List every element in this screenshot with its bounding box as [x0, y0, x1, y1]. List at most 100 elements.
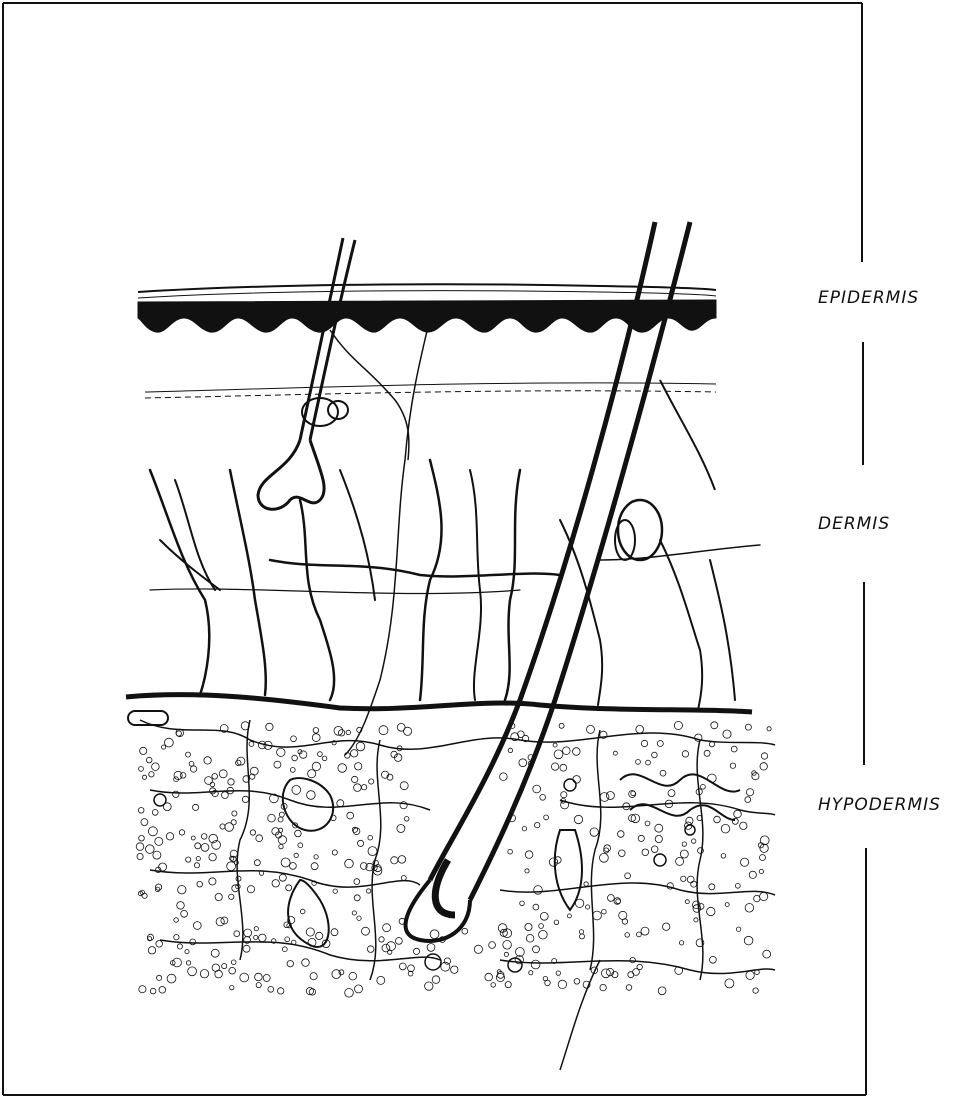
fat-cell: [165, 738, 174, 747]
fat-cell: [631, 791, 636, 796]
fat-cell: [200, 970, 208, 978]
fat-cell: [529, 971, 533, 975]
fat-cell: [374, 865, 381, 872]
fat-cell: [219, 770, 227, 778]
fat-cell: [600, 984, 606, 990]
fat-cell: [567, 914, 571, 918]
fat-cell: [302, 959, 310, 967]
fat-cell: [651, 846, 658, 853]
fat-cell: [368, 835, 373, 840]
fat-cell: [250, 767, 258, 775]
fat-cell: [704, 750, 710, 756]
fat-cell: [432, 976, 440, 984]
fat-cell: [731, 746, 737, 752]
fat-cell: [197, 881, 203, 887]
fat-cell: [655, 835, 662, 842]
fat-cell: [613, 751, 617, 755]
fat-cell: [229, 894, 234, 899]
fat-cell: [516, 948, 525, 957]
fat-cell: [602, 969, 611, 978]
fat-cell: [177, 902, 185, 910]
fat-cell: [282, 947, 287, 952]
epidermis-label: EPIDERMIS: [818, 288, 919, 308]
fat-cell: [281, 858, 290, 867]
fat-cell: [593, 911, 602, 920]
fat-cell: [759, 869, 763, 873]
fat-cell: [358, 840, 364, 846]
page-frame: [3, 3, 866, 1095]
fat-cell: [236, 760, 241, 765]
large-hair-follicle: [406, 222, 715, 941]
fat-cell: [526, 935, 534, 943]
fat-cell: [242, 796, 248, 802]
fat-cell: [229, 967, 236, 974]
fat-cell: [580, 934, 585, 939]
fat-cell: [404, 817, 409, 822]
fat-cell: [741, 858, 749, 866]
fat-cell: [682, 751, 688, 757]
fat-cell: [584, 882, 588, 886]
fat-cell: [400, 782, 408, 790]
fat-cell: [313, 728, 319, 734]
fat-cell: [579, 930, 583, 934]
fat-cell: [256, 835, 263, 842]
fat-cell: [638, 835, 644, 841]
fat-cell: [138, 808, 144, 814]
fat-cell: [149, 772, 154, 777]
fat-cell: [761, 753, 767, 759]
fat-cell: [139, 767, 144, 772]
fat-cell: [767, 727, 771, 731]
fat-cell: [710, 956, 717, 963]
fat-cell: [354, 895, 360, 901]
fat-cell: [254, 927, 258, 931]
fat-cell: [694, 918, 698, 922]
fat-cell: [355, 985, 363, 993]
fat-cell: [539, 930, 548, 939]
fat-cell: [351, 750, 358, 757]
fat-cell: [379, 726, 388, 735]
fat-cell: [590, 828, 598, 836]
fat-cell: [489, 942, 496, 949]
fat-cell: [249, 742, 254, 747]
fat-cell: [312, 734, 320, 742]
fat-cell: [735, 883, 740, 888]
fat-cell: [553, 743, 557, 747]
fat-cell: [663, 923, 670, 930]
fat-cell: [222, 792, 229, 799]
fat-cell: [166, 833, 173, 840]
fat-cell: [234, 931, 240, 937]
fat-cell: [554, 750, 563, 759]
fat-cell: [153, 851, 161, 859]
fat-cell: [279, 874, 286, 881]
fat-cell: [146, 845, 155, 854]
fat-cell: [563, 747, 571, 755]
fat-cell: [676, 857, 684, 865]
fat-cell: [540, 912, 548, 920]
fat-cell: [210, 782, 215, 787]
fat-cell: [674, 721, 682, 729]
fat-cell: [278, 817, 283, 822]
fat-cell: [535, 822, 540, 827]
fat-cell: [190, 939, 196, 945]
fat-cell: [520, 901, 525, 906]
fat-cell: [353, 828, 360, 835]
fat-cell: [240, 973, 249, 982]
fat-cell: [156, 941, 163, 948]
fat-cell: [201, 844, 209, 852]
fat-cell: [543, 976, 547, 980]
fat-cell: [636, 760, 641, 765]
fat-cell: [216, 918, 224, 926]
fat-cell: [215, 970, 223, 978]
fat-cell: [519, 759, 527, 767]
fat-cell: [178, 886, 186, 894]
fat-cell: [209, 878, 216, 885]
fat-cell: [247, 886, 254, 893]
fat-cell: [222, 964, 227, 969]
fat-cell: [600, 793, 609, 802]
fat-cell: [174, 918, 179, 923]
fat-cell: [345, 859, 354, 868]
fat-cell: [399, 963, 406, 970]
fat-cell: [658, 987, 666, 995]
fat-cell: [657, 741, 663, 747]
fat-cell: [179, 830, 184, 835]
